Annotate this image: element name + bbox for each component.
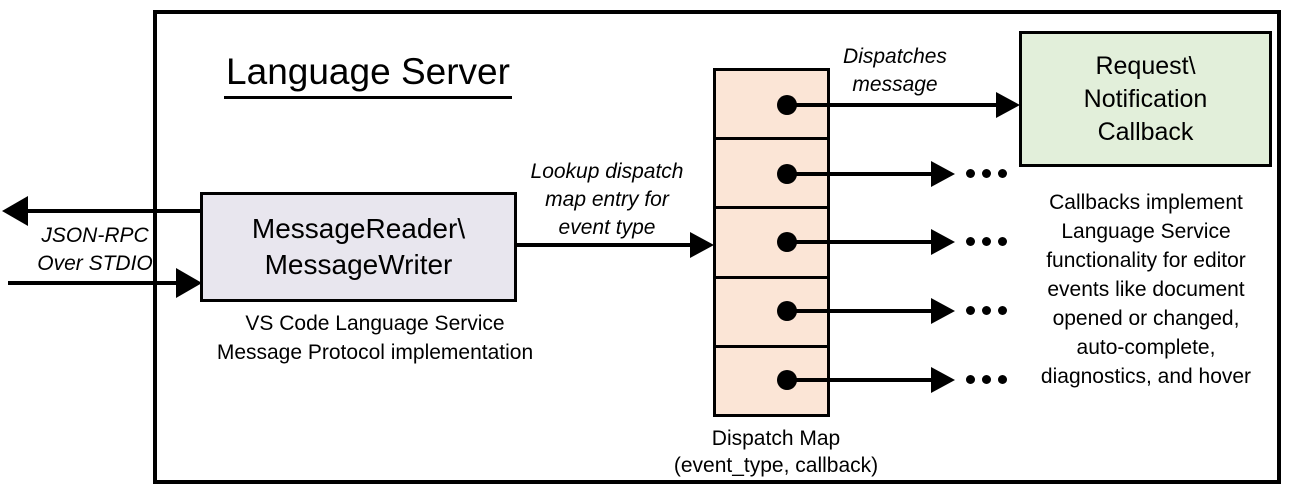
request-notification-callback-box: Request\ Notification Callback xyxy=(1019,31,1272,167)
dispatches-label-line2: message xyxy=(852,73,938,96)
ellipsis-icon xyxy=(966,306,1007,315)
json-rpc-label-line2: Over STDIO xyxy=(37,252,153,275)
dispatches-label-line1: Dispatches xyxy=(843,45,947,68)
message-reader-writer-box: MessageReader\ MessageWriter xyxy=(200,192,517,302)
arrowhead-right-icon xyxy=(931,229,955,255)
reader-box-caption: VS Code Language Service Message Protoco… xyxy=(165,309,585,367)
lookup-label-line3: event type xyxy=(558,216,656,239)
callbacks-note-line: opened or changed, xyxy=(1052,307,1240,330)
arrowhead-right-icon xyxy=(690,232,714,258)
dispatch-map-caption-line1: Dispatch Map xyxy=(711,427,841,450)
ellipsis-icon xyxy=(966,237,1007,246)
stdio-out-arrow-line xyxy=(24,209,200,213)
message-writer-line: MessageWriter xyxy=(264,249,453,280)
callback-box-line2: Notification xyxy=(1083,84,1208,113)
dispatch-map-cell xyxy=(716,275,827,345)
arrowhead-right-icon xyxy=(931,298,955,324)
diagram-title: Language Server xyxy=(218,50,518,99)
callback-box-line3: Callback xyxy=(1097,117,1194,146)
arrowhead-right-icon xyxy=(176,268,202,298)
lookup-dispatch-label: Lookup dispatch map entry for event type xyxy=(512,158,702,242)
dispatch-arrow-line xyxy=(787,240,932,244)
arrowhead-left-icon xyxy=(2,196,28,226)
callbacks-note-line: functionality for editor xyxy=(1046,249,1246,272)
language-server-frame xyxy=(153,10,1281,484)
stdio-in-arrow-line xyxy=(8,281,178,285)
callbacks-note-line: Callbacks implement xyxy=(1049,191,1243,214)
callbacks-note-line: Language Service xyxy=(1061,220,1231,243)
reader-caption-line2: Message Protocol implementation xyxy=(216,341,534,364)
callbacks-note-line: events like document xyxy=(1047,278,1245,301)
callbacks-note-line: diagnostics, and hover xyxy=(1040,365,1252,388)
dispatch-map-cell xyxy=(716,206,827,275)
callbacks-note: Callbacks implement Language Service fun… xyxy=(1012,188,1280,391)
lookup-label-line2: map entry for xyxy=(545,188,669,211)
dispatch-map-caption: Dispatch Map (event_type, callback) xyxy=(651,425,901,479)
diagram-title-text: Language Server xyxy=(224,50,512,99)
reader-caption-line1: VS Code Language Service xyxy=(245,312,505,335)
json-rpc-label-line1: JSON-RPC xyxy=(41,224,149,247)
callback-box-line1: Request\ xyxy=(1095,51,1196,80)
dispatch-map-caption-line2: (event_type, callback) xyxy=(673,454,879,477)
dispatch-arrow-line xyxy=(787,172,932,176)
arrowhead-right-icon xyxy=(996,92,1020,118)
dispatch-map-cell xyxy=(716,344,827,414)
dispatch-arrow-line xyxy=(787,309,932,313)
message-reader-line: MessageReader\ xyxy=(251,213,466,244)
dispatch-map-cell xyxy=(716,137,827,206)
dispatches-message-label: Dispatches message xyxy=(825,43,965,99)
arrowhead-right-icon xyxy=(931,161,955,187)
lookup-label-line1: Lookup dispatch xyxy=(530,160,684,183)
json-rpc-label: JSON-RPC Over STDIO xyxy=(10,222,180,278)
dispatch-arrow-line xyxy=(787,378,932,382)
arrowhead-right-icon xyxy=(931,367,955,393)
callbacks-note-line: auto-complete, xyxy=(1076,336,1216,359)
ellipsis-icon xyxy=(966,169,1007,178)
ellipsis-icon xyxy=(966,375,1007,384)
lookup-arrow-line xyxy=(517,243,691,247)
dispatch-arrow-line xyxy=(787,103,997,107)
